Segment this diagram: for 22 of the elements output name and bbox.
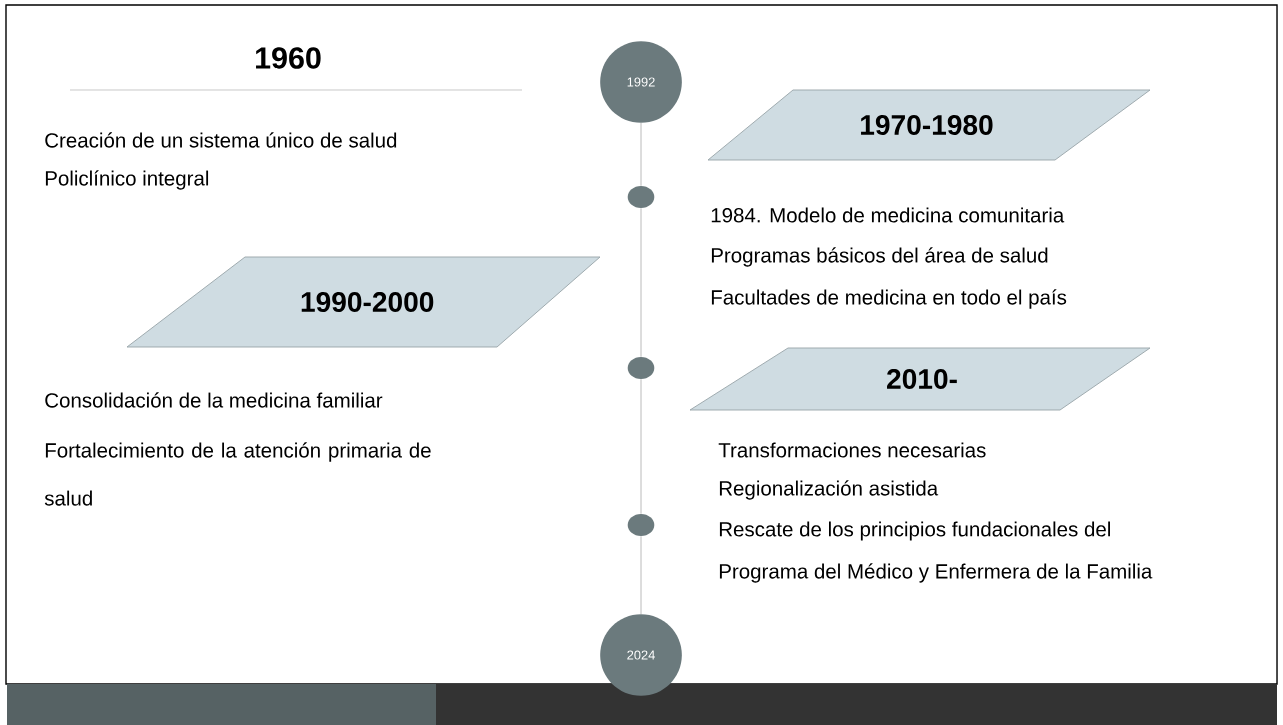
period-parallelogram: 1970-1980 [707, 89, 1151, 161]
period-parallelogram: 2010- [689, 347, 1151, 411]
timeline-dot [627, 514, 655, 536]
list-item: Programa del Médico y Enfermera de la Familia [719, 563, 1153, 583]
timeline-line [640, 207, 642, 358]
list-item: Fortalecimiento de la atención primaria de salud [44, 442, 431, 506]
list-item: Rescate de los principios fundacionales del [719, 521, 1110, 541]
period-parallelogram: 1990-2000 [126, 256, 601, 348]
list-item: Creación de un sistema único de salud [45, 132, 397, 148]
list-item: Regionalización asistida [719, 480, 939, 500]
list-item: Policlínico integral [45, 170, 209, 190]
timeline-line [640, 378, 642, 515]
list-item: Facultades de medicina en todo el país [711, 289, 1067, 309]
timeline-dot [627, 186, 655, 208]
timeline-dot [627, 357, 655, 379]
list-item: Consolidación de la medicina familiar [45, 392, 383, 408]
list-item: 1984. Modelo de medicina comunitaria [711, 207, 1065, 223]
timeline-line [640, 535, 642, 615]
list-item: Programas básicos del área de salud [711, 247, 1048, 267]
year-heading: 1960 [256, 47, 321, 69]
timeline-line [640, 122, 642, 187]
list-item: Transformaciones necesarias [718, 442, 986, 458]
